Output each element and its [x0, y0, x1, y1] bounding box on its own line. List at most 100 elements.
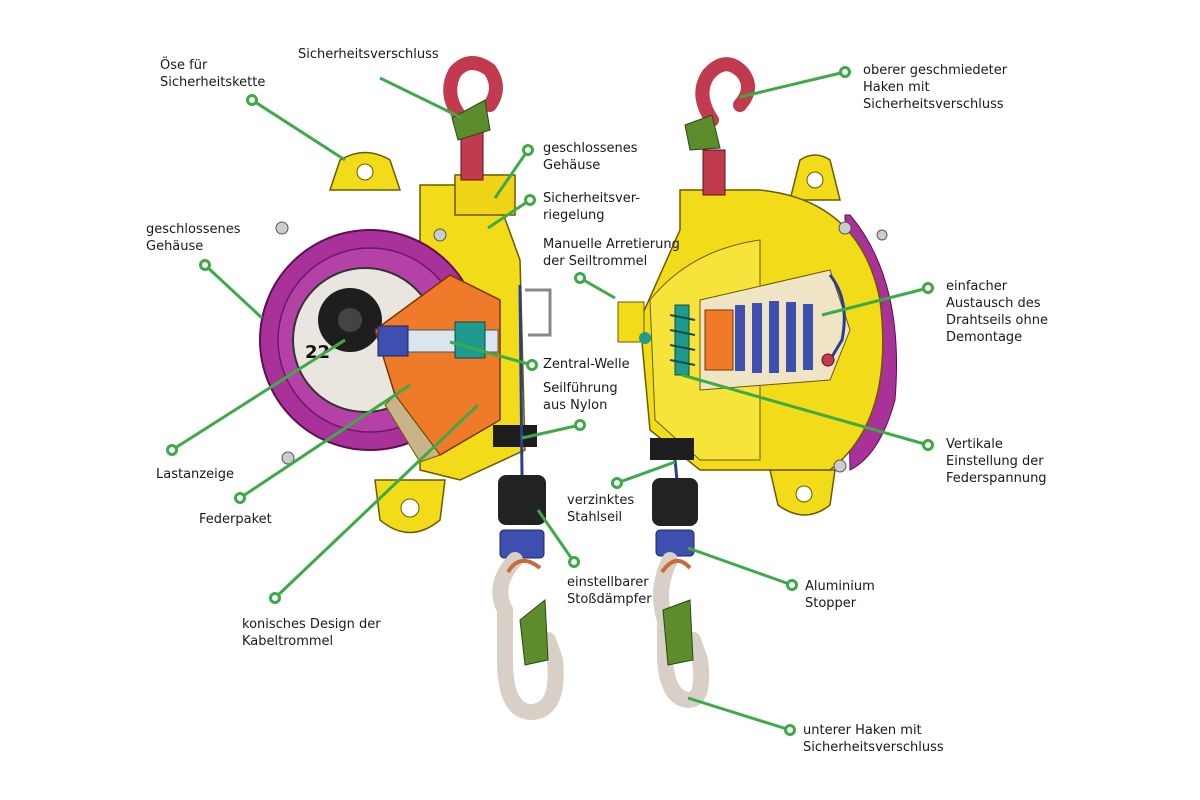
leader-stossdaempfer-dot: [568, 556, 580, 568]
label-line: unterer Haken mit: [803, 723, 922, 738]
label-lastanzeige: Lastanzeige: [156, 466, 234, 483]
label-line: Sicherheitsverschluss: [803, 740, 944, 755]
leader-sicherheitsverschluss: [379, 76, 463, 120]
right-hook-stem: [702, 149, 726, 196]
right-shock-absorber: [652, 478, 698, 526]
leader-unterer-haken: [687, 696, 791, 732]
label-line: Zentral-Welle: [543, 357, 630, 372]
label-line: geschlossenes: [543, 141, 638, 156]
leader-lastanzeige-dot: [166, 444, 178, 456]
leader-unterer-haken-dot: [784, 724, 796, 736]
label-vertikal: Vertikale Einstellung der Federspannung: [946, 436, 1047, 487]
right-top-lug-hole: [806, 171, 824, 189]
leader-austausch: [821, 286, 929, 317]
left-bottom-hook: [492, 552, 564, 721]
label-unterer-haken: unterer Haken mit Sicherheitsverschluss: [803, 722, 944, 756]
leader-oese-dot: [246, 94, 258, 106]
label-line: Stoßdämpfer: [567, 592, 652, 607]
label-line: Vertikale: [946, 437, 1003, 452]
label-line: oberer geschmiedeter: [863, 63, 1008, 78]
bolt-icon: [876, 229, 888, 241]
label-gehaeuse-left: geschlossenes Gehäuse: [146, 221, 241, 255]
leader-vertikal-dot: [922, 439, 934, 451]
label-line: Öse für: [160, 58, 208, 73]
label-line: Gehäuse: [543, 158, 601, 173]
label-line: konisches Design der: [242, 617, 381, 632]
label-line: Federpaket: [199, 512, 272, 527]
leader-konisch-dot: [269, 592, 281, 604]
right-rope-drum: [735, 301, 813, 373]
leader-gehaeuse-left: [203, 263, 264, 320]
label-oberer-haken: oberer geschmiedeter Haken mit Sicherhei…: [863, 62, 1007, 113]
leader-stahlseil-dot: [611, 477, 623, 489]
right-adjuster-thread: [669, 314, 696, 366]
left-lock-lever: [525, 288, 552, 337]
bolt-icon: [838, 221, 852, 235]
leader-stahlseil: [616, 460, 676, 485]
right-wire-end: [821, 353, 835, 367]
bolt-icon: [433, 228, 447, 242]
label-verriegelung: Sicherheitsver- riegelung: [543, 190, 640, 224]
label-oese: Öse für Sicherheitskette: [160, 57, 265, 91]
label-line: Gehäuse: [146, 239, 204, 254]
right-balancer: [617, 57, 898, 709]
right-hook-eye: [660, 559, 692, 574]
label-line: Sicherheitsver-: [543, 191, 640, 206]
leader-gehaeuse-left-dot: [199, 259, 211, 271]
leader-oese: [251, 98, 346, 162]
label-line: aus Nylon: [543, 398, 608, 413]
left-shaft-teal: [454, 321, 486, 359]
leader-verriegelung-dot: [524, 194, 536, 206]
leader-seilfuehrung: [521, 423, 581, 440]
right-bottom-hook: [653, 552, 710, 709]
right-safety-latch: [684, 114, 721, 151]
leader-seilfuehrung-dot: [574, 419, 586, 431]
label-line: Seilführung: [543, 381, 618, 396]
label-line: einstellbarer: [567, 575, 649, 590]
leader-austausch-dot: [922, 282, 934, 294]
label-arretierung: Manuelle Arretierung der Seiltrommel: [543, 236, 680, 270]
leader-lines: [166, 66, 934, 736]
left-rope-guide: [493, 425, 537, 447]
label-stahlseil: verzinktes Stahlseil: [567, 492, 634, 526]
leader-arretierung-dot: [574, 272, 586, 284]
label-stossdaempfer: einstellbarer Stoßdämpfer: [567, 574, 652, 608]
bolt-icon: [281, 451, 295, 465]
leader-stossdaempfer: [536, 509, 576, 563]
leader-oberer-haken-dot: [839, 66, 851, 78]
right-inner-wire: [828, 274, 846, 361]
leader-stopper-dot: [786, 579, 798, 591]
left-balancer: 22: [259, 56, 564, 721]
left-stopper: [499, 529, 545, 559]
label-gehaeuse-right: geschlossenes Gehäuse: [543, 140, 638, 174]
leader-gehaeuse-right-dot: [522, 144, 534, 156]
label-zentralwelle: Zentral-Welle: [543, 356, 630, 373]
leader-zentralwelle-dot: [526, 359, 538, 371]
label-line: geschlossenes: [146, 222, 241, 237]
left-shaft-collar: [377, 325, 409, 357]
load-indicator-number: 22: [305, 342, 330, 363]
label-line: verzinktes: [567, 493, 635, 508]
leader-stopper: [687, 546, 793, 587]
leader-federpaket: [239, 383, 411, 500]
right-lock-teal: [639, 332, 651, 344]
label-line: Demontage: [946, 330, 1023, 345]
label-line: Sicherheitsverschluss: [298, 47, 439, 62]
label-line: Lastanzeige: [156, 467, 234, 482]
right-rope-guide: [650, 438, 694, 460]
label-line: Federspannung: [946, 471, 1047, 486]
left-hook-eye: [506, 559, 542, 574]
leader-konisch: [273, 403, 480, 600]
label-sicherheitsverschluss: Sicherheitsverschluss: [298, 46, 439, 63]
left-bottom-lug-hole: [400, 498, 420, 518]
label-federpaket: Federpaket: [199, 511, 272, 528]
left-safety-latch: [451, 99, 491, 141]
leader-arretierung: [579, 276, 616, 300]
label-line: Austausch des: [946, 296, 1041, 311]
label-line: Sicherheitsverschluss: [863, 97, 1004, 112]
label-line: Sicherheitskette: [160, 75, 266, 90]
label-line: der Seiltrommel: [543, 254, 648, 269]
leader-verriegelung: [487, 198, 531, 230]
